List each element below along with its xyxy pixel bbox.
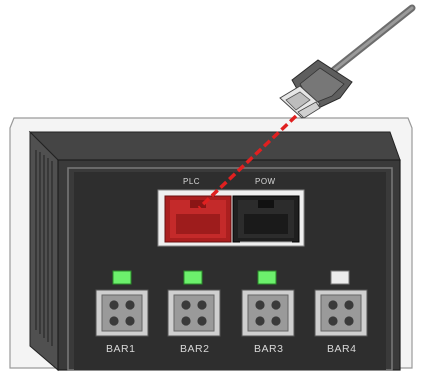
plc-port-label: PLC [183, 177, 200, 186]
bar2-label: BAR2 [180, 343, 209, 355]
pow-port-label: POW [255, 177, 276, 186]
bar3-label: BAR3 [254, 343, 283, 355]
plc-port [165, 196, 231, 242]
led-bar4 [331, 271, 349, 284]
housing-top [30, 132, 400, 160]
led-bar1 [113, 271, 131, 284]
bar1-label: BAR1 [106, 343, 135, 355]
pow-port [233, 196, 299, 242]
bar4-label: BAR4 [327, 343, 356, 355]
led-bar2 [184, 271, 202, 284]
led-bar3 [258, 271, 276, 284]
network-cable-plug-icon [280, 8, 412, 118]
